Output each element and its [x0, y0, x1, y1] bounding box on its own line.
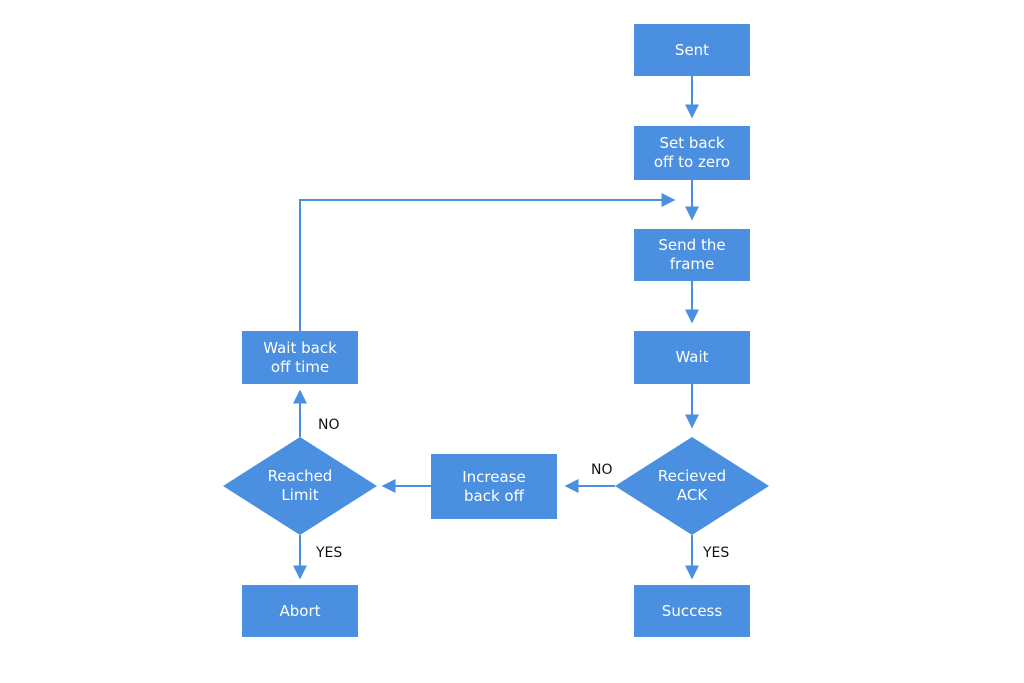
- success-node: Success: [634, 585, 750, 637]
- abort-node-label: Abort: [279, 601, 321, 620]
- reached-limit-decision-label: Reached Limit: [267, 467, 333, 504]
- increase-backoff-node: Increase back off: [431, 454, 557, 519]
- reached-limit-decision: Reached Limit: [223, 437, 377, 535]
- edge-waitbackoff-loop-to-send: [299, 193, 676, 331]
- received-ack-decision: Recieved ACK: [615, 437, 769, 535]
- abort-node: Abort: [242, 585, 358, 637]
- increase-backoff-node-label: Increase back off: [462, 467, 526, 505]
- ack-yes-label: YES: [703, 545, 730, 561]
- set-backoff-zero-node: Set back off to zero: [634, 126, 750, 180]
- sent-node-label: Sent: [674, 40, 710, 59]
- send-frame-node: Send the frame: [634, 229, 750, 281]
- wait-node: Wait: [634, 331, 750, 384]
- wait-backoff-time-node: Wait back off time: [242, 331, 358, 384]
- received-ack-decision-label: Recieved ACK: [657, 467, 727, 504]
- limit-yes-label: YES: [316, 545, 343, 561]
- reached-limit-diamond-shape: [223, 437, 377, 535]
- sent-node: Sent: [634, 24, 750, 76]
- wait-backoff-time-node-label: Wait back off time: [263, 338, 337, 376]
- success-node-label: Success: [661, 601, 723, 620]
- send-frame-node-label: Send the frame: [658, 236, 726, 273]
- received-ack-diamond-shape: [615, 437, 769, 535]
- limit-no-label: NO: [318, 417, 340, 433]
- set-backoff-zero-node-label: Set back off to zero: [653, 134, 731, 171]
- wait-node-label: Wait: [675, 348, 709, 366]
- ack-no-label: NO: [591, 462, 613, 478]
